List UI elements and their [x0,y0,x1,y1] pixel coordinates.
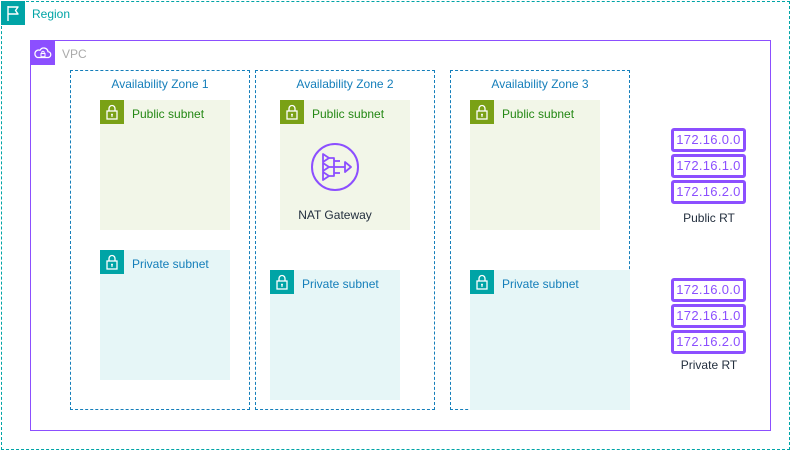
availability-zone-1 [70,70,250,410]
public-rt-entry: 172.16.0.0 [671,128,746,152]
private-rt-entry: 172.16.1.0 [671,304,746,328]
public-rt-entry: 172.16.1.0 [671,154,746,178]
az3-private-subnet [470,270,630,410]
nat-gateway-label: NAT Gateway [298,208,372,222]
public-rt-entry: 172.16.2.0 [671,180,746,204]
public-rt-label: Public RT [683,211,735,225]
flag-icon [1,1,25,25]
padlock-icon [470,270,494,294]
region-label: Region [32,7,71,21]
az1-public-subnet-label: Public subnet [132,107,205,121]
az1-private-subnet-label: Private subnet [132,257,209,271]
availability-zone-1-label: Availability Zone 1 [111,77,209,91]
availability-zone-2-label: Availability Zone 2 [296,77,394,91]
padlock-icon [470,100,494,124]
padlock-icon [100,100,124,124]
padlock-icon [100,250,124,274]
az3-public-subnet-label: Public subnet [502,107,575,121]
padlock-icon [280,100,304,124]
availability-zone-2 [255,70,435,410]
private-rt-entry: 172.16.0.0 [671,278,746,302]
vpc-group [30,40,771,431]
availability-zone-3-label: Availability Zone 3 [491,77,589,91]
nat-gateway-icon [309,141,361,193]
az2-private-subnet-label: Private subnet [302,277,379,291]
padlock-icon [270,270,294,294]
private-rt-entry: 172.16.2.0 [671,330,746,354]
az2-public-subnet-label: Public subnet [312,107,385,121]
vpc-label: VPC [62,47,87,61]
az3-private-subnet-label: Private subnet [502,277,579,291]
cloud-lock-icon [31,41,55,65]
private-rt-label: Private RT [680,358,738,372]
